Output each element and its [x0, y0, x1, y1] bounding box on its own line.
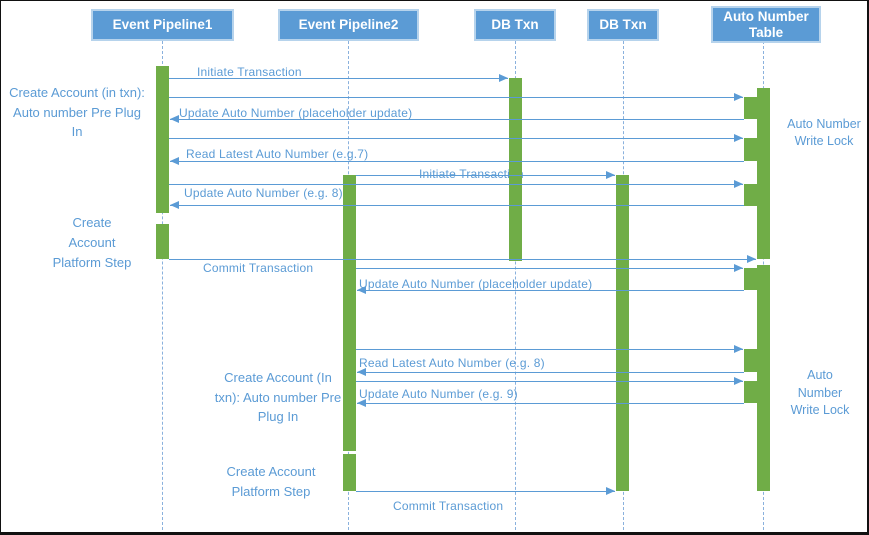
arrow-update-placeholder-2-request [356, 263, 743, 272]
arrow-initiate-transaction-2 [356, 170, 615, 179]
activation-bar-table-nested-1 [744, 97, 757, 119]
participant-event-pipeline1: Event Pipeline1 [91, 9, 234, 41]
arrow-commit-transaction-1 [169, 254, 756, 263]
activation-bar-table-nested-3 [744, 184, 757, 206]
message-label-update-placeholder-1: Update Auto Number (placeholder update) [179, 106, 413, 120]
annotation-pre-plugin-1: Create Account (in txn): Auto number Pre… [9, 85, 145, 139]
annotation-write-lock-2: Auto Number Write Lock [790, 368, 850, 417]
arrow-update-9-response [357, 398, 744, 407]
arrow-read-latest-8-request [356, 344, 743, 353]
activation-bar-table-nested-5 [744, 349, 757, 372]
annotation-platform-step-1: Create Account Platform Step [52, 215, 132, 270]
arrow-update-9-request [356, 376, 743, 385]
annotation-pre-plugin-2: Create Account (In txn): Auto number Pre… [214, 370, 342, 424]
arrow-update-8-response [170, 200, 744, 209]
participant-event-pipeline2: Event Pipeline2 [278, 9, 419, 41]
activation-bar-write-lock-2 [757, 265, 770, 491]
activation-bar-pipeline1-platform [156, 224, 169, 259]
arrow-update-placeholder-1-request [169, 92, 743, 101]
arrow-read-latest-7-response [170, 156, 744, 165]
arrow-update-placeholder-2-response [357, 285, 744, 294]
message-label-read-latest-8: Read Latest Auto Number (e.g. 8) [359, 356, 545, 370]
message-label-initiate-transaction-1: Initiate Transaction [197, 65, 302, 79]
message-label-commit-transaction-1: Commit Transaction [203, 261, 314, 275]
activation-bar-write-lock-1 [757, 88, 770, 259]
activation-bar-pipeline2-platform [343, 454, 356, 491]
participant-db-txn-2: DB Txn [587, 9, 659, 41]
message-label-update-9: Update Auto Number (e.g. 9) [359, 387, 518, 401]
activation-bar-pipeline2-plugin [343, 175, 356, 451]
arrow-read-latest-8-response [357, 367, 744, 376]
activation-bar-pipeline1-plugin [156, 66, 169, 213]
arrow-commit-transaction-2 [356, 486, 615, 495]
lifeline-event-pipeline1 [162, 41, 163, 530]
arrow-initiate-transaction-1 [169, 73, 508, 82]
message-label-commit-transaction-2: Commit Transaction [393, 499, 504, 513]
activation-bar-table-nested-4 [744, 268, 757, 290]
arrow-read-latest-7-request [169, 133, 743, 142]
activation-bar-table-nested-6 [744, 381, 757, 403]
message-label-update-placeholder-2: Update Auto Number (placeholder update) [359, 277, 593, 291]
annotation-platform-step-2: Create Account Platform Step [226, 464, 316, 499]
activation-bar-table-nested-2 [744, 138, 757, 161]
message-label-initiate-transaction-2: Initiate Transaction [419, 167, 524, 181]
message-label-update-8: Update Auto Number (e.g. 8) [184, 186, 343, 200]
lifeline-db-txn-1 [515, 41, 516, 530]
participant-auto-number-table: Auto Number Table [711, 6, 821, 43]
arrow-update-8-request [169, 179, 743, 188]
activation-bar-db-txn-2 [616, 175, 629, 491]
participant-db-txn-1: DB Txn [474, 9, 556, 41]
message-label-read-latest-7: Read Latest Auto Number (e.g.7) [186, 147, 369, 161]
annotation-write-lock-1: Auto Number Write Lock [787, 117, 861, 148]
arrow-update-placeholder-1-response [170, 114, 744, 123]
activation-bar-db-txn-1 [509, 78, 522, 261]
